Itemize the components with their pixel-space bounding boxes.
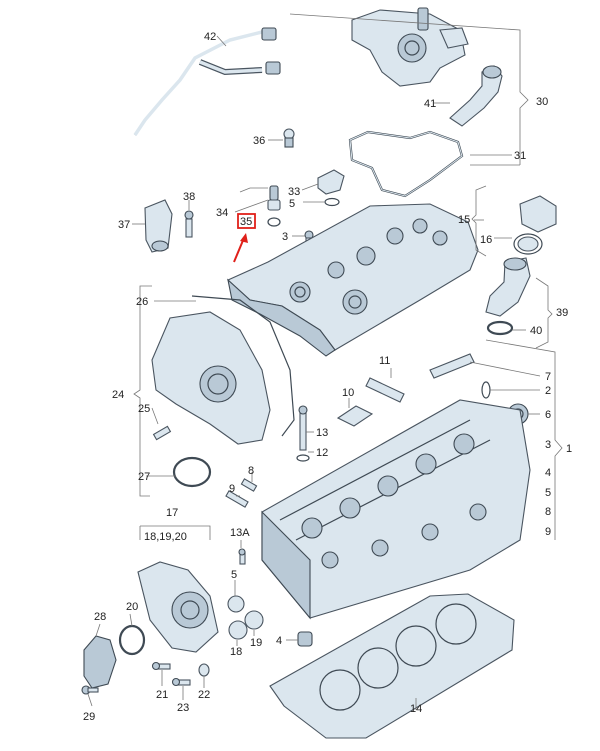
label-9: 9 bbox=[545, 526, 551, 538]
label-27: 27 bbox=[138, 471, 150, 483]
cap-part-5 bbox=[227, 595, 245, 613]
bolt-part-29 bbox=[81, 685, 99, 695]
bolt-part-21 bbox=[151, 661, 171, 671]
label-12: 12 bbox=[316, 447, 328, 459]
label-14: 14 bbox=[410, 703, 422, 715]
seal-part-2 bbox=[481, 381, 491, 399]
cap-part-19 bbox=[244, 610, 264, 630]
label-36: 36 bbox=[253, 135, 265, 147]
part-labels: 42 36 33 5 34 35 3 37 38 41 30 31 15 16 … bbox=[83, 31, 572, 723]
washer-part-12 bbox=[296, 454, 310, 462]
label-18: 18 bbox=[230, 646, 242, 658]
label-6: 6 bbox=[545, 409, 551, 421]
label-15: 15 bbox=[458, 214, 470, 226]
label-26: 26 bbox=[136, 296, 148, 308]
label-42: 42 bbox=[204, 31, 216, 43]
hose-part-41 bbox=[449, 65, 503, 127]
label-8: 8 bbox=[545, 506, 551, 518]
gasket-part-31 bbox=[348, 130, 464, 198]
highlight-arrow bbox=[233, 213, 256, 263]
label-37: 37 bbox=[118, 219, 130, 231]
cylinder-head-part bbox=[261, 399, 531, 620]
bolt-part-23 bbox=[171, 677, 191, 687]
bolt-part-36 bbox=[283, 128, 295, 148]
breather-hose-part-42 bbox=[133, 27, 281, 136]
bolt-part-38 bbox=[184, 210, 194, 238]
label-40: 40 bbox=[530, 325, 542, 337]
label-3-top: 3 bbox=[282, 231, 288, 243]
pin-part-9 bbox=[225, 490, 249, 508]
label-3: 3 bbox=[545, 439, 551, 451]
bolt-part-13 bbox=[298, 405, 308, 451]
seal-part-20 bbox=[118, 624, 146, 656]
label-38: 38 bbox=[183, 191, 195, 203]
label-19: 19 bbox=[250, 637, 262, 649]
guide-part-11 bbox=[365, 377, 405, 403]
label-11: 11 bbox=[379, 355, 390, 367]
gasket-part-10 bbox=[336, 405, 374, 427]
filler-neck-part-39 bbox=[485, 257, 531, 336]
label-16: 16 bbox=[480, 234, 492, 246]
label-4-lower: 4 bbox=[276, 635, 282, 647]
gasket-part-26 bbox=[191, 295, 295, 437]
label-2: 2 bbox=[545, 385, 551, 397]
valve-part-34 bbox=[267, 185, 281, 211]
label-13: 13 bbox=[316, 427, 328, 439]
timing-cover-part-24 bbox=[151, 311, 271, 445]
valve-cover-part bbox=[227, 203, 479, 357]
label-17: 17 bbox=[166, 507, 178, 519]
label-8-mid: 8 bbox=[248, 465, 254, 477]
filler-cap-part-15 bbox=[513, 195, 557, 255]
bolt-part-13a bbox=[238, 548, 246, 565]
label-5: 5 bbox=[545, 487, 551, 499]
highlight-box-35 bbox=[237, 213, 256, 229]
oil-separator-part bbox=[351, 7, 469, 87]
nut-part-22 bbox=[198, 663, 210, 677]
valve-part-37 bbox=[144, 199, 173, 253]
label-24: 24 bbox=[112, 389, 124, 401]
label-41: 41 bbox=[424, 98, 436, 110]
label-9-mid: 9 bbox=[229, 483, 235, 495]
head-gasket-part-14 bbox=[269, 593, 515, 739]
label-25: 25 bbox=[138, 403, 150, 415]
pin-part-8 bbox=[240, 478, 258, 492]
cap-part-18 bbox=[228, 620, 248, 640]
label-5-lower: 5 bbox=[231, 569, 237, 581]
label-33: 33 bbox=[288, 186, 300, 198]
label-31: 31 bbox=[514, 150, 526, 162]
bolt-part-25 bbox=[152, 425, 172, 441]
label-39: 39 bbox=[556, 307, 568, 319]
sensor-part-33 bbox=[317, 169, 345, 207]
label-30: 30 bbox=[536, 96, 548, 108]
label-34: 34 bbox=[216, 207, 228, 219]
label-4: 4 bbox=[545, 467, 551, 479]
seal-part-27 bbox=[172, 456, 212, 488]
label-7: 7 bbox=[545, 371, 551, 383]
brackets bbox=[133, 13, 563, 540]
leader-lines bbox=[87, 35, 541, 710]
label-5-top: 5 bbox=[289, 198, 295, 210]
label-18-19-20: 18,19,20 bbox=[144, 531, 187, 543]
label-35: 35 bbox=[240, 216, 252, 228]
label-28: 28 bbox=[94, 611, 106, 623]
cover-part-28 bbox=[83, 635, 117, 689]
pump-part-17 bbox=[137, 561, 219, 653]
label-1: 1 bbox=[566, 443, 572, 455]
label-22: 22 bbox=[198, 689, 210, 701]
label-23: 23 bbox=[177, 702, 189, 714]
plug-part-4 bbox=[297, 631, 313, 647]
label-29: 29 bbox=[83, 711, 95, 723]
label-20: 20 bbox=[126, 601, 138, 613]
label-13a: 13A bbox=[230, 527, 250, 539]
seal-ring-part-35 bbox=[267, 217, 281, 227]
guide-part-7 bbox=[429, 353, 475, 379]
label-21: 21 bbox=[156, 689, 168, 701]
label-10: 10 bbox=[342, 387, 354, 399]
